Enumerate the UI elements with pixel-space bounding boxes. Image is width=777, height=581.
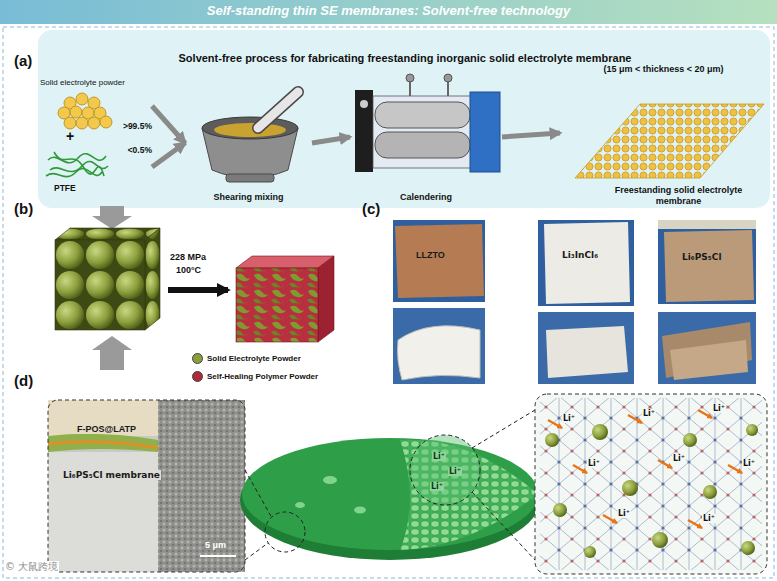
process-step: Shearing mixing [185,82,312,204]
figure-label: Li₆PS₅Cl membrane [62,470,161,480]
panel-label: (b) [14,200,33,217]
node-text: Shearing mixing [185,192,312,202]
process-panel: Solvent-free process for fabricating fre… [38,30,772,208]
process-step: Solid electrolyte powder >99.5% [40,78,152,134]
figure-label: 100°C [176,265,201,275]
figure-label: F-POS@LATP [76,424,137,434]
process-arrow [502,133,560,137]
figure-label: Li⁺ [430,482,444,491]
panel-label: (a) [14,52,32,69]
figure-label: Li⁺ [448,467,462,476]
figure-label: Li⁺ [702,514,716,523]
panel-label: (d) [14,372,33,389]
figure-label: Li⁺ [432,452,446,461]
process-arrow [152,106,185,143]
figure-label: Li₃InCl₆ [562,250,598,260]
panel-label: + [66,128,74,144]
node-text: Solid electrolyte powder [40,78,125,87]
node-text: PTFE [54,184,76,194]
figure-label: Li⁺ [562,414,576,423]
watermark: © 大鼠跨境 [4,561,59,573]
node-subtext: >99.5% [123,122,152,132]
figure-label: Li₆PS₅Cl [682,252,721,262]
node-subtext: <0.5% [128,146,152,156]
node-text: Solvent-free process for fabricating fre… [38,52,772,65]
panel-label: (c) [362,200,380,217]
node-subtext: Freestanding solid electrolyte membrane [600,185,757,206]
legend-text: Solid Electrolyte Powder [207,354,301,363]
figure-title: Self-standing thin SE membranes: Solvent… [0,4,777,19]
figure-label: Li⁺ [712,404,726,413]
figure-label: Li⁺ [587,459,601,468]
process-step: (15 μm < thickness < 20 μm) Freestanding … [560,60,767,206]
figure-label: Li⁺ [617,509,631,518]
figure-label: 228 MPa [170,252,206,262]
process-step: PTFE <0.5% [40,140,152,194]
process-step: Calendering [350,70,502,204]
process-arrow [312,137,350,143]
figure-label: 5 μm [204,540,227,550]
legend-swatch [192,353,203,364]
figure-label: Li⁺ [642,409,656,418]
figure-label: LLZTO [416,250,445,260]
node-text: (15 μm < thickness < 20 μm) [560,64,767,74]
figure-label: Li⁺ [672,454,686,463]
legend-text: Self-Healing Polymer Powder [207,372,318,381]
figure-label: Li⁺ [742,459,756,468]
legend-swatch [192,371,203,382]
process-arrow [152,143,185,167]
